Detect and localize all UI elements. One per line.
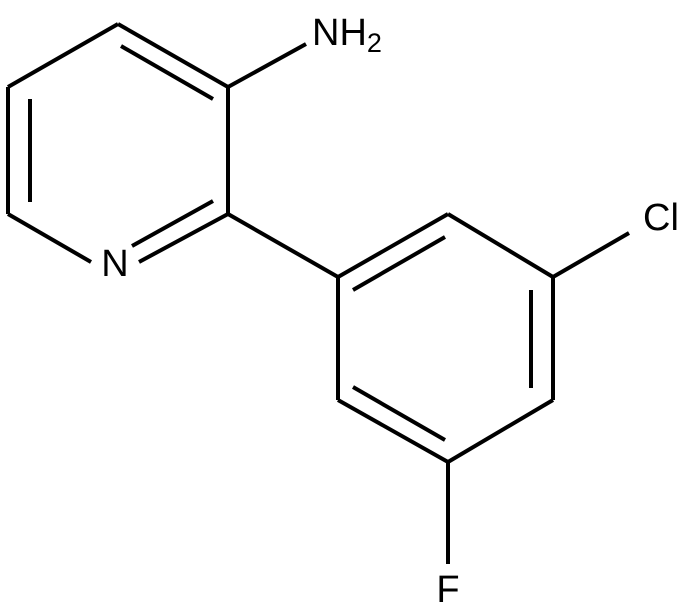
bond-n1-c2 <box>138 212 229 264</box>
bond-ph3-cl <box>551 231 631 279</box>
phenyl-ring <box>336 212 555 464</box>
amine-subscript-label: 2 <box>367 28 382 58</box>
bond-c3-nh2 <box>227 42 307 89</box>
bond-n1-c2-inner <box>131 199 214 248</box>
bond-c3-c4 <box>117 22 229 89</box>
bond-c6-n1 <box>6 212 93 264</box>
bond-ph1-ph2-inner <box>352 235 446 292</box>
amine-main-label: NH <box>312 12 367 54</box>
bond-ph4-ph5 <box>446 398 555 464</box>
bond-ph2-ph3 <box>446 212 555 279</box>
bond-ph5-ph6 <box>337 398 449 464</box>
ring-nitrogen-label: N <box>101 243 128 285</box>
bond-c3-c4-inner <box>120 44 214 101</box>
bond-c4-c5 <box>7 22 119 89</box>
bond-ph1-ph2 <box>337 212 449 279</box>
bond-ph5-ph6-inner <box>352 385 446 442</box>
pyridine-ring <box>6 22 230 264</box>
amine-label: NH2 <box>312 12 382 58</box>
fluorine-label: F <box>436 569 459 611</box>
bond-biaryl <box>227 212 339 279</box>
chlorine-label: Cl <box>643 197 679 239</box>
